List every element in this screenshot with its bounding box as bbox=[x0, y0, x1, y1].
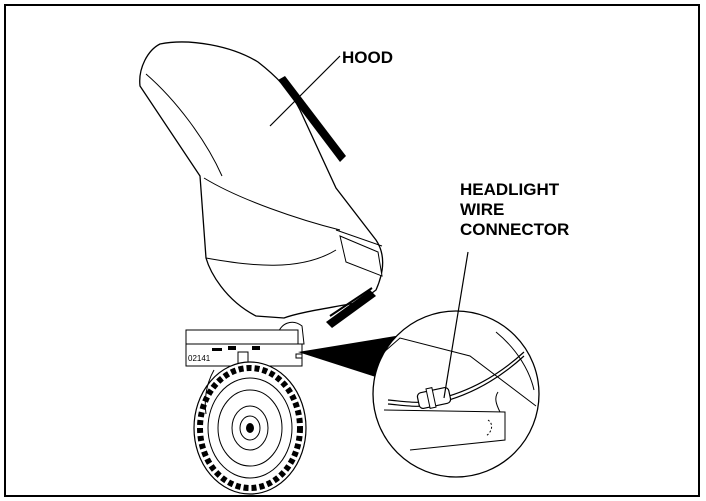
headlight-label-line1: HEADLIGHT bbox=[460, 180, 560, 199]
detail-circle bbox=[372, 310, 540, 478]
frame-notch-3 bbox=[212, 348, 222, 351]
hood-leader bbox=[269, 55, 341, 127]
front-wheel bbox=[193, 361, 307, 495]
hood bbox=[139, 41, 384, 319]
grille-top bbox=[335, 229, 383, 247]
figure-code: 02141 bbox=[188, 354, 211, 363]
headlight-label-line2: WIRE bbox=[460, 200, 505, 219]
hood-lower-seam bbox=[205, 249, 337, 266]
hood-panel-line bbox=[145, 73, 223, 177]
rear-tire-edge bbox=[204, 369, 215, 415]
grille-face bbox=[339, 235, 383, 277]
grille-vent bbox=[326, 290, 376, 328]
frame-notch-2 bbox=[252, 346, 260, 350]
headlight-label-line3: CONNECTOR bbox=[460, 220, 570, 239]
frame-rail-top bbox=[185, 329, 299, 345]
hood-vent bbox=[278, 76, 346, 162]
frame-notch bbox=[228, 346, 236, 350]
frame-slot bbox=[295, 353, 303, 359]
hood-label: HOOD bbox=[342, 48, 393, 67]
hood-seam bbox=[203, 177, 341, 231]
connector-leader bbox=[443, 251, 469, 399]
grille-vent-2 bbox=[329, 287, 373, 317]
